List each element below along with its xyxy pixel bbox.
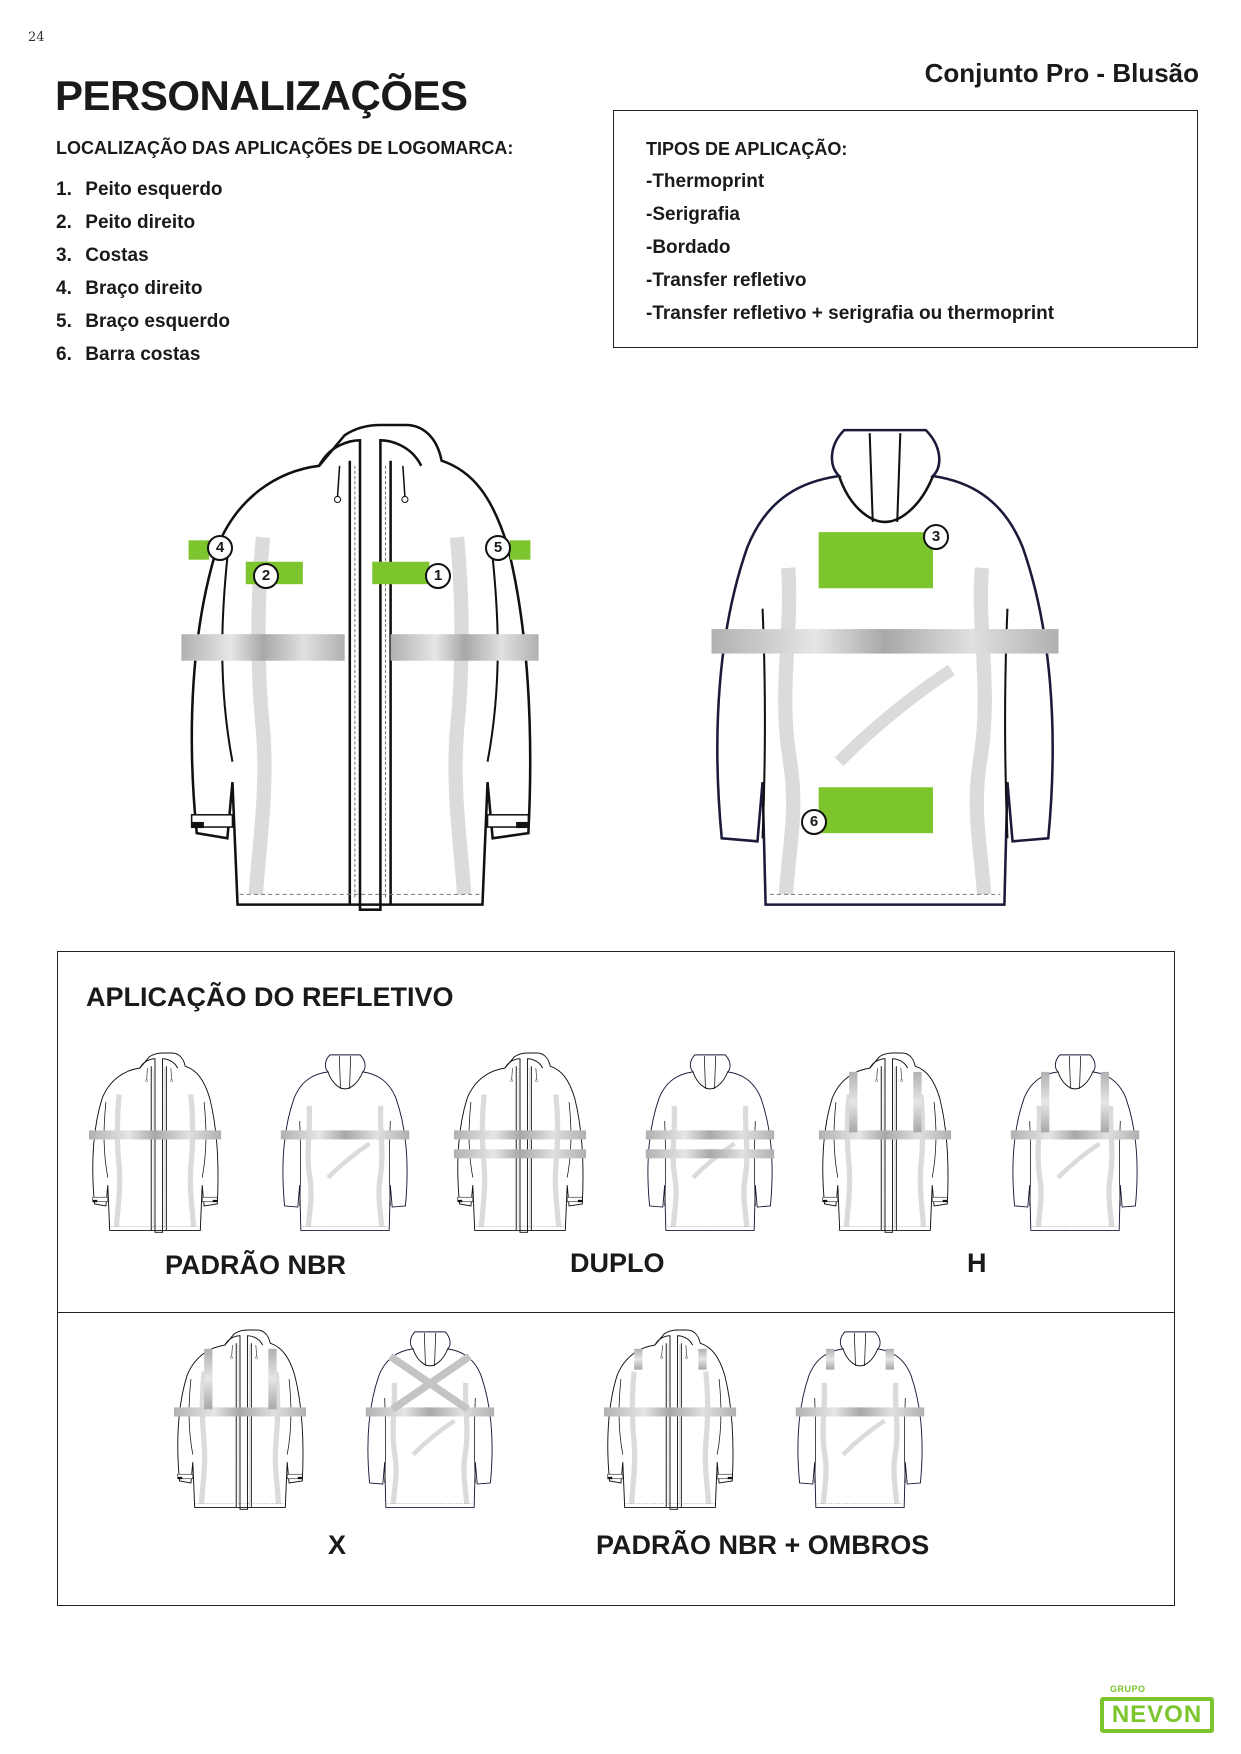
item-label: Peito esquerdo (85, 179, 223, 200)
item-label: Braço direito (85, 278, 203, 299)
application-type-item: -Bordado (646, 237, 731, 258)
jacket-nbr-ombros-front (603, 1330, 737, 1515)
marker-area-1 (372, 561, 430, 585)
marker-area-4 (188, 540, 209, 560)
item-label: Costas (85, 245, 149, 266)
item-number: 1. (56, 179, 72, 200)
marker-badge-1: 1 (425, 563, 451, 589)
marker-area-6 (818, 787, 933, 834)
application-types-heading: TIPOS DE APLICAÇÃO: (646, 139, 848, 159)
list-item: 4. Braço direito (56, 277, 230, 310)
list-item: 6. Barra costas (56, 343, 230, 376)
application-type-item: -Transfer refletivo + serigrafia ou ther… (646, 303, 1055, 324)
style-label-padrao-nbr-ombros: PADRÃO NBR + OMBROS (596, 1530, 930, 1560)
jacket-duplo-front (453, 1053, 587, 1238)
jacket-h-front (818, 1053, 952, 1238)
item-number: 4. (56, 278, 72, 299)
jacket-front-illustration (181, 425, 539, 925)
jacket-padrao-nbr-back (275, 1053, 415, 1238)
application-type-item: -Transfer refletivo (646, 270, 807, 291)
reflective-stripe-right (390, 634, 539, 661)
marker-badge-5: 5 (485, 535, 511, 561)
style-label-duplo: DUPLO (570, 1248, 665, 1278)
jacket-padrao-nbr-front (88, 1053, 222, 1238)
style-label-padrao-nbr: PADRÃO NBR (165, 1250, 346, 1280)
logo-locations-heading: LOCALIZAÇÃO DAS APLICAÇÕES DE LOGOMARCA: (56, 138, 514, 158)
reflective-stripe (711, 629, 1059, 654)
marker-badge-3: 3 (923, 524, 949, 550)
list-item: 1. Peito esquerdo (56, 178, 230, 211)
logo-locations-list: 1. Peito esquerdo 2. Peito direito 3. Co… (56, 178, 230, 376)
jacket-h-back (1005, 1053, 1145, 1238)
style-label-x: X (328, 1530, 347, 1560)
jacket-duplo-back (640, 1053, 780, 1238)
product-subtitle: Conjunto Pro - Blusão (924, 58, 1199, 88)
item-number: 5. (56, 311, 72, 332)
list-item: 2. Peito direito (56, 211, 230, 244)
marker-badge-6: 6 (801, 809, 827, 835)
application-type-item: -Serigrafia (646, 204, 740, 225)
item-label: Peito direito (85, 212, 196, 233)
reflective-application-box (57, 951, 1175, 1606)
list-item: 3. Costas (56, 244, 230, 277)
item-label: Braço esquerdo (85, 311, 230, 332)
list-item: 5. Braço esquerdo (56, 310, 230, 343)
item-number: 6. (56, 344, 72, 365)
item-label: Barra costas (85, 344, 201, 365)
brand-logo: NEVON (1100, 1697, 1214, 1733)
jacket-nbr-ombros-back (790, 1330, 930, 1515)
section-divider (57, 1312, 1175, 1313)
jacket-back-illustration (680, 425, 1090, 925)
reflective-stripe-left (181, 634, 345, 661)
marker-badge-4: 4 (207, 535, 233, 561)
page-number: 24 (28, 30, 45, 45)
back-jacket-diagram: 3 6 (680, 425, 1090, 925)
application-type-item: -Thermoprint (646, 171, 765, 192)
marker-badge-2: 2 (253, 563, 279, 589)
brand-group-label: GRUPO (1110, 1684, 1146, 1694)
page-title: PERSONALIZAÇÕES (55, 72, 468, 119)
jacket-x-front (173, 1330, 307, 1515)
style-label-h: H (967, 1248, 987, 1278)
item-number: 2. (56, 212, 72, 233)
application-types-box: TIPOS DE APLICAÇÃO: -Thermoprint -Serigr… (613, 110, 1198, 348)
reflective-heading: APLICAÇÃO DO REFLETIVO (86, 982, 454, 1012)
marker-area-3 (818, 532, 933, 589)
front-jacket-diagram: 4 2 1 5 (160, 425, 560, 925)
marker-area-5 (510, 540, 531, 560)
jacket-x-back (360, 1330, 500, 1515)
item-number: 3. (56, 245, 72, 266)
